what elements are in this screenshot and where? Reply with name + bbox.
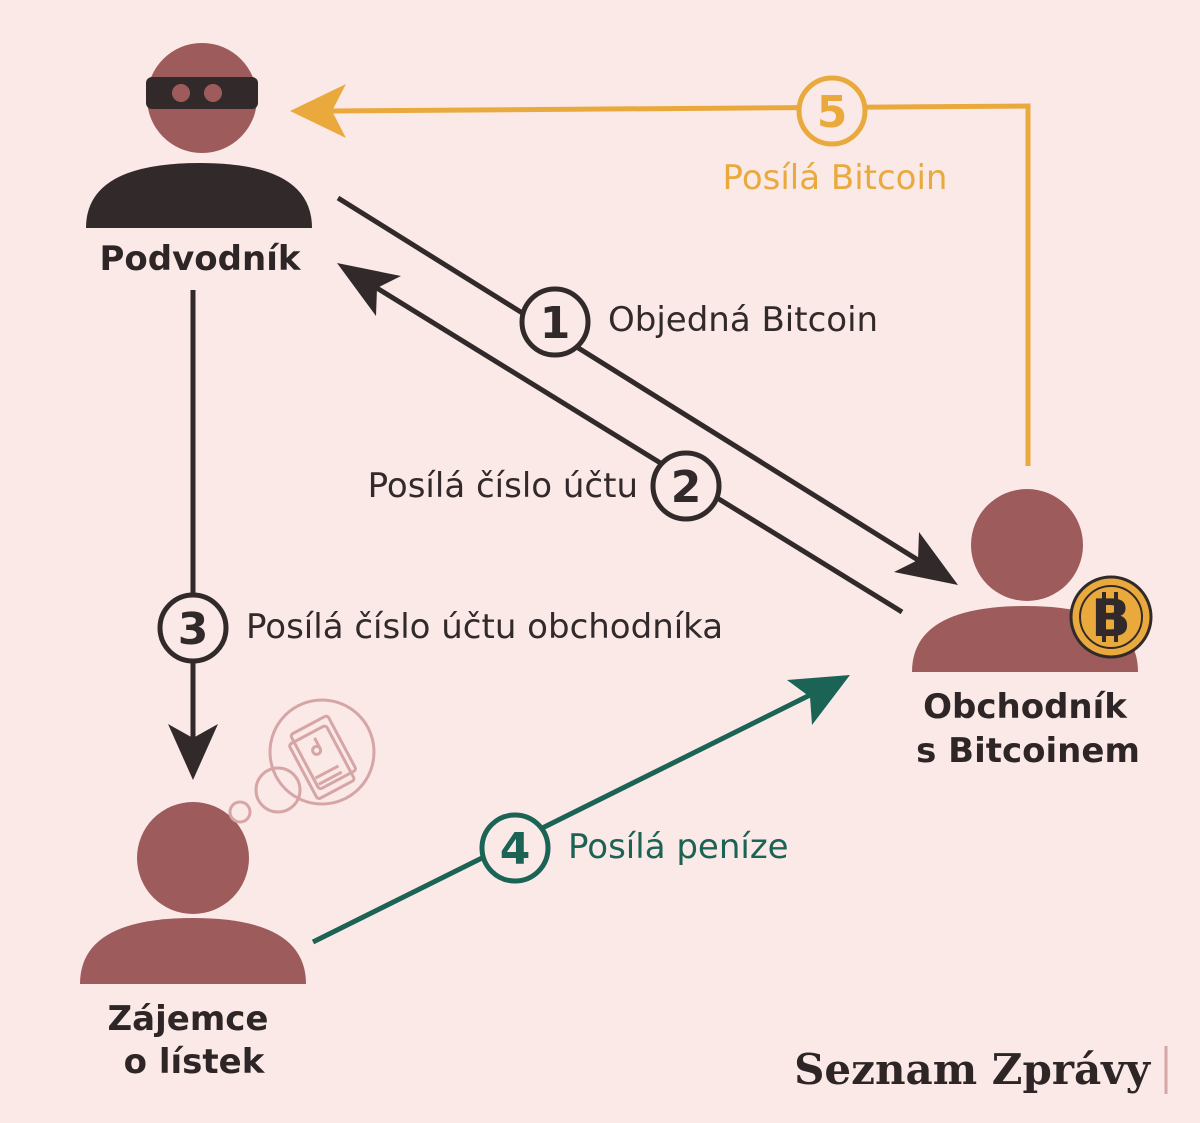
svg-text:B: B [1091,589,1131,649]
step-badge-4: 4 [479,812,551,884]
step-badge-1: 1 [519,286,591,358]
step-1-label: Objedná Bitcoin [608,300,878,340]
arrow-step-4 [311,675,850,945]
step-3-label: Posílá číslo účtu obchodníka [246,607,723,647]
arrow-step-1 [336,195,958,585]
scammer-label: Podvodník [100,239,302,279]
buyer-label-line2: o lístek [124,1042,266,1082]
step-5-number: 5 [817,87,848,138]
merchant-label-line2: s Bitcoinem [916,731,1140,771]
buyer-label-line1: Zájemce [108,999,269,1039]
step-3-number: 3 [178,604,209,655]
step-5-label: Posílá Bitcoin [723,158,948,198]
buyer-figure [80,802,306,984]
arrow-step-3 [168,290,218,780]
robber-mask-icon [146,77,258,109]
step-2-label: Posílá číslo účtu [368,466,638,506]
brand-logo: Seznam Zprávy [794,1045,1151,1094]
step-4-label: Posílá peníze [568,827,789,867]
step-1-number: 1 [540,298,571,349]
step-badge-5: 5 [796,75,868,147]
ticket-thought-icon [228,698,376,824]
merchant-label-line1: Obchodník [923,687,1128,727]
step-2-number: 2 [671,462,702,513]
step-badge-3: 3 [157,592,229,664]
arrow-step-2 [337,263,904,615]
step-4-number: 4 [500,824,531,875]
merchant-figure: B [912,489,1153,672]
arrow-step-5 [290,84,1031,466]
step-badge-2: 2 [650,450,722,522]
scammer-figure [86,43,312,228]
bitcoin-badge-icon: B [1069,575,1153,659]
